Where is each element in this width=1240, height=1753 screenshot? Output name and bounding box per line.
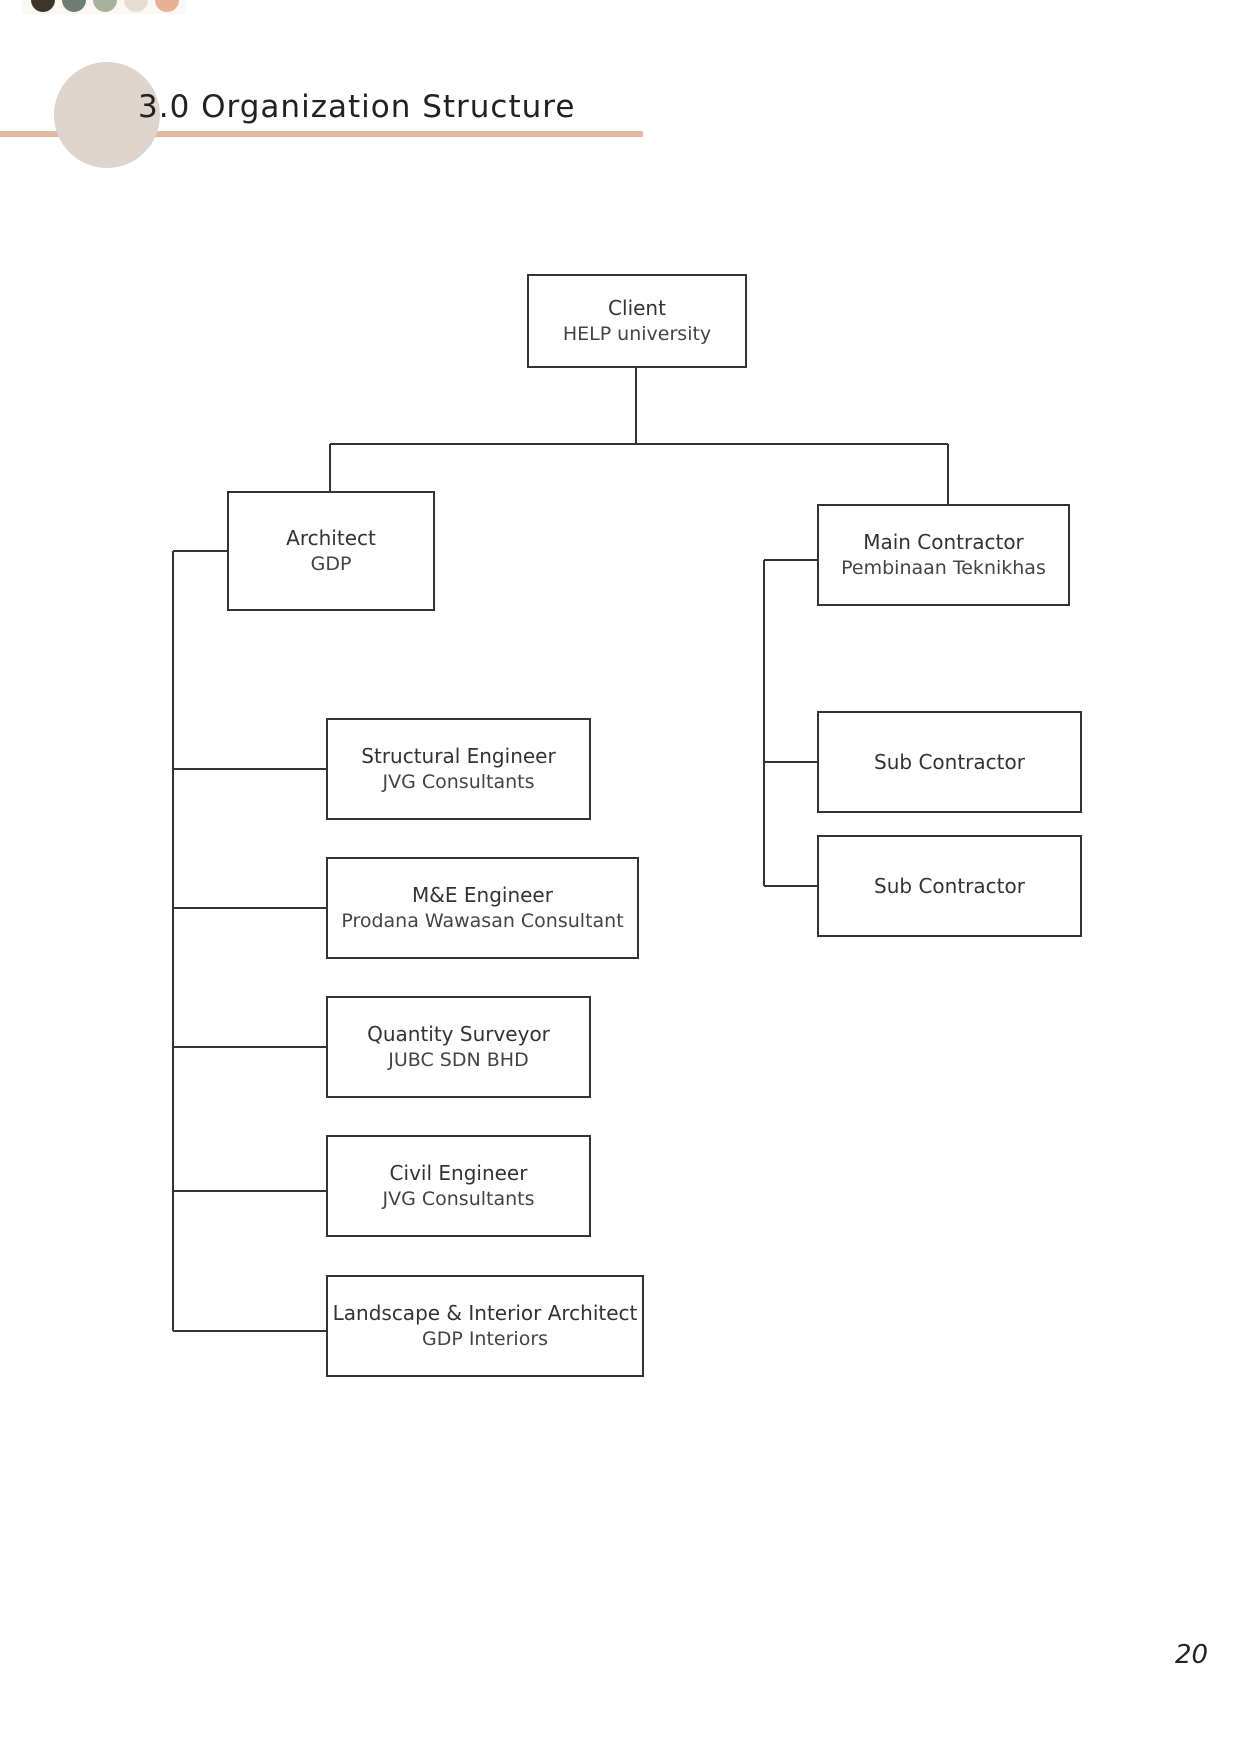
node-role: Quantity Surveyor <box>367 1022 550 1046</box>
node-role: Sub Contractor <box>874 874 1025 898</box>
consultant-node: Structural Engineer JVG Consultants <box>326 718 591 820</box>
node-org: JVG Consultants <box>382 771 535 793</box>
swatch-dot <box>62 0 86 12</box>
swatch-dot <box>124 0 148 12</box>
node-org: Prodana Wawasan Consultant <box>341 910 624 932</box>
node-role: Main Contractor <box>863 530 1024 554</box>
node-org: GDP Interiors <box>421 1328 549 1350</box>
node-role: Architect <box>286 526 376 550</box>
consultant-node: Quantity Surveyor JUBC SDN BHD <box>326 996 591 1098</box>
color-palette <box>22 0 186 14</box>
swatch-dot <box>31 0 55 12</box>
swatch-dot <box>155 0 179 12</box>
page-title: 3.0 Organization Structure <box>138 89 576 125</box>
consultant-node: Landscape & Interior Architect GDP Inter… <box>326 1275 644 1377</box>
sub-contractor-node: Sub Contractor <box>817 835 1082 937</box>
page-number: 20 <box>1175 1640 1209 1670</box>
client-node: Client HELP university <box>527 274 747 368</box>
node-org: GDP <box>310 553 352 575</box>
node-role: Landscape & Interior Architect <box>332 1301 638 1325</box>
swatch-dot <box>93 0 117 12</box>
node-role: Structural Engineer <box>361 744 556 768</box>
header-circle <box>54 62 160 168</box>
header-underline <box>0 131 643 137</box>
node-org: JVG Consultants <box>382 1188 535 1210</box>
consultant-node: Civil Engineer JVG Consultants <box>326 1135 591 1237</box>
node-org: Pembinaan Teknikhas <box>841 557 1046 579</box>
node-org: JUBC SDN BHD <box>388 1049 529 1071</box>
sub-contractor-node: Sub Contractor <box>817 711 1082 813</box>
node-role: Civil Engineer <box>389 1161 528 1185</box>
node-org: HELP university <box>562 323 712 345</box>
main-contractor-node: Main Contractor Pembinaan Teknikhas <box>817 504 1070 606</box>
node-role: Client <box>608 296 666 320</box>
consultant-node: M&E Engineer Prodana Wawasan Consultant <box>326 857 639 959</box>
architect-node: Architect GDP <box>227 491 435 611</box>
node-role: Sub Contractor <box>874 750 1025 774</box>
node-role: M&E Engineer <box>412 883 553 907</box>
